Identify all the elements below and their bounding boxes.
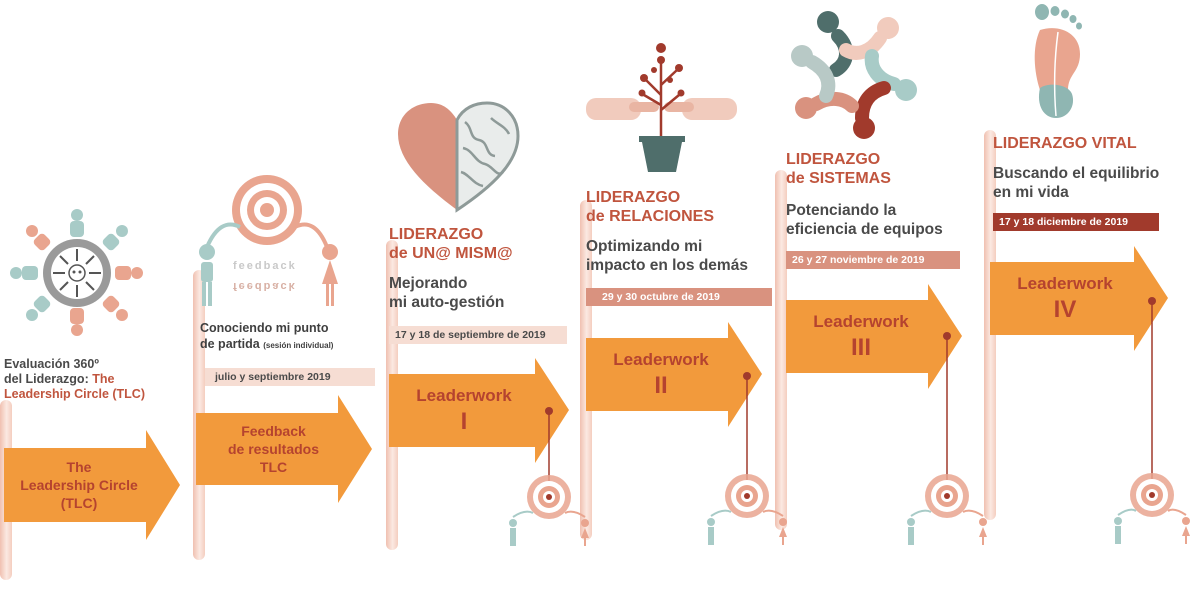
feedback-word-mirrored: feedback — [233, 280, 297, 292]
feedback-date: julio y septiembre 2019 — [205, 368, 375, 386]
lw1-date: 17 y 18 de septiembre de 2019 — [389, 326, 567, 344]
lw2-date: 29 y 30 octubre de 2019 — [586, 288, 772, 306]
lw3-date: 26 y 27 noviembre de 2019 — [786, 251, 960, 269]
lw4-subtitle: Buscando el equilibrio en mi vida — [993, 165, 1160, 201]
hands-plant-icon — [584, 40, 739, 180]
arrow-leaderwork-2: Leaderwork II — [586, 322, 762, 427]
team-circle-icon — [790, 8, 918, 140]
pin-feedback-target-4 — [1114, 297, 1190, 544]
lw1-title: LIDERAZGO de UN@ MISM@ — [389, 226, 513, 262]
timeline-strip-5 — [775, 170, 787, 530]
arrow-leaderwork-4: Leaderwork IV — [990, 246, 1168, 351]
heart-brain-icon — [393, 100, 523, 215]
lw1-subtitle: Mejorando mi auto-gestión — [389, 275, 505, 311]
lw4-title: LIDERAZGO VITAL — [993, 135, 1137, 152]
arrow-leaderwork-1: Leaderwork I — [389, 358, 569, 463]
pin-feedback-target-1 — [509, 407, 589, 546]
feedback-target-icon: feedback feedback — [195, 172, 345, 312]
footprint-icon — [1028, 2, 1088, 120]
arrow-feedback: Feedback de resultados TLC — [196, 395, 372, 503]
tlc-evaluation-label: Evaluación 360º del Liderazgo: The Leade… — [4, 357, 145, 401]
lw2-title: LIDERAZGO de RELACIONES — [586, 189, 715, 225]
arrow-tlc: The Leadership Circle (TLC) — [4, 430, 180, 540]
pin-feedback-target-3 — [907, 332, 987, 545]
feedback-subtitle: Conociendo mi punto de partida (sesión i… — [200, 321, 334, 351]
pin-feedback-target-2 — [707, 372, 787, 545]
feedback-word: feedback — [233, 260, 297, 272]
lw2-subtitle: Optimizando mi impacto en los demás — [586, 238, 748, 274]
lw3-title: LIDERAZGO de SISTEMAS — [786, 151, 891, 187]
arrow-leaderwork-3: Leaderwork III — [786, 284, 962, 389]
lw3-subtitle: Potenciando la eficiencia de equipos — [786, 202, 943, 238]
lw4-date: 17 y 18 diciembre de 2019 — [993, 213, 1159, 231]
people-circle-icon — [4, 205, 149, 340]
